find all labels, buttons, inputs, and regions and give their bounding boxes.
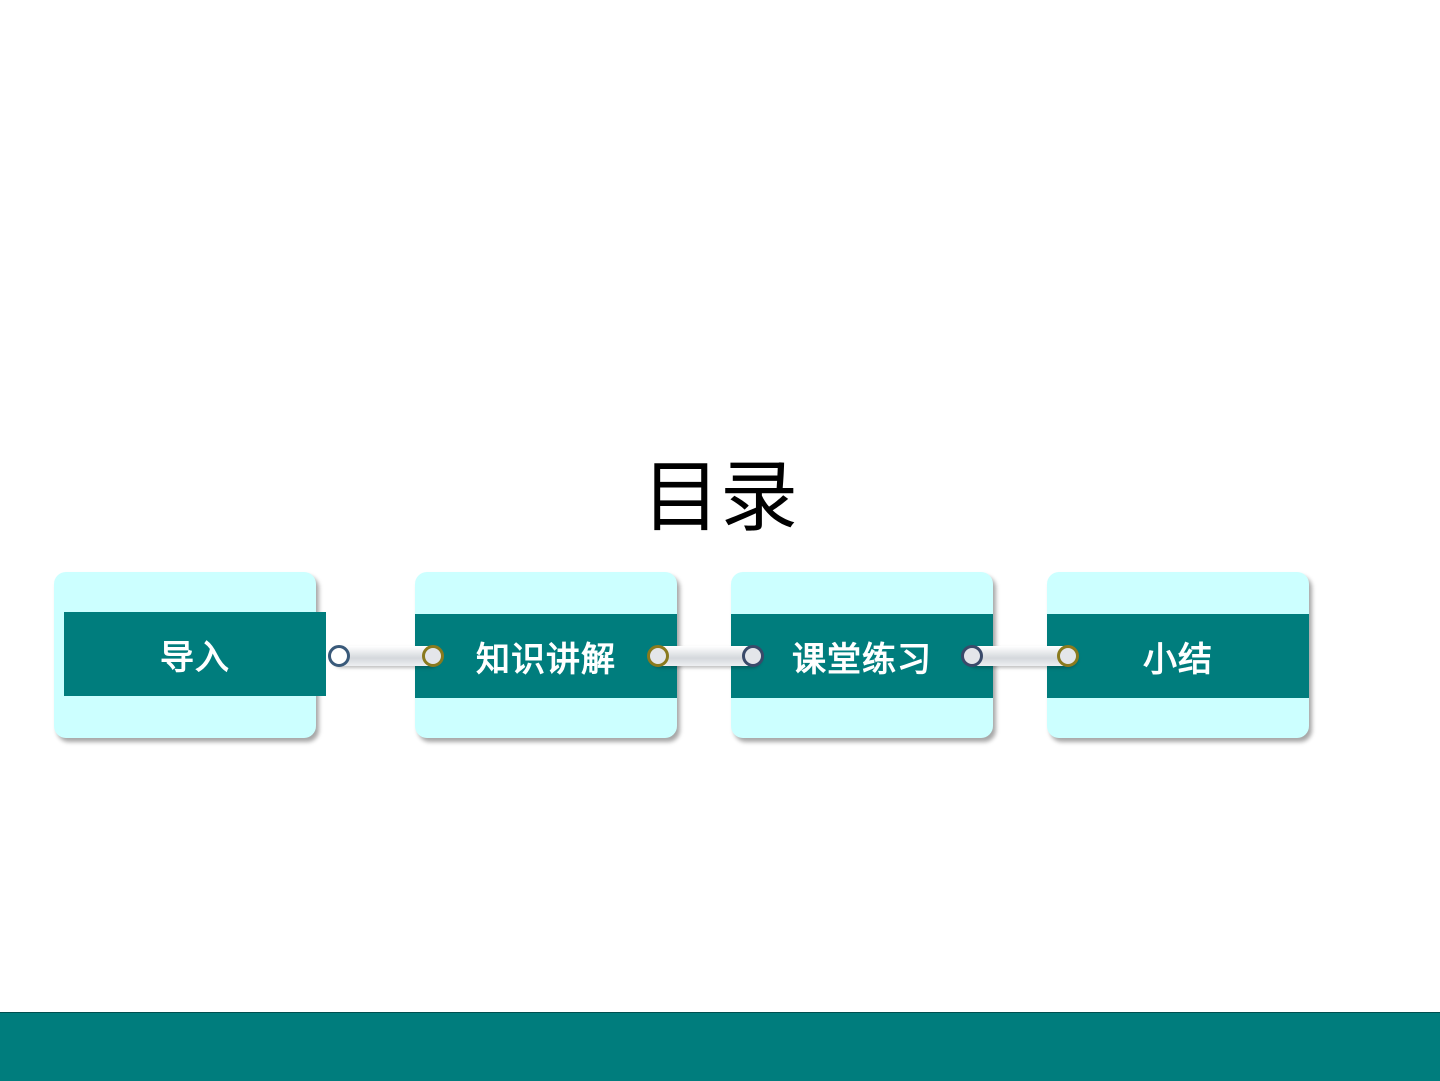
connector-node [328, 645, 350, 667]
section-card-practice[interactable]: 课堂练习 [731, 572, 993, 738]
section-label: 课堂练习 [731, 614, 993, 698]
section-label: 导入 [64, 612, 326, 696]
section-label: 知识讲解 [415, 614, 677, 698]
connector-node [1057, 645, 1079, 667]
section-card-intro[interactable]: 导入 [54, 572, 326, 738]
connector-3 [966, 646, 1078, 666]
connector-node [422, 645, 444, 667]
section-card-knowledge[interactable]: 知识讲解 [415, 572, 677, 738]
section-label: 小结 [1047, 614, 1309, 698]
connector-node [961, 645, 983, 667]
page-title: 目录 [641, 453, 798, 543]
section-card-summary[interactable]: 小结 [1047, 572, 1309, 738]
connector-2 [650, 646, 762, 666]
connector-node [647, 645, 669, 667]
connector-1 [332, 646, 440, 666]
connector-node [742, 645, 764, 667]
footer-bar [0, 1012, 1440, 1081]
